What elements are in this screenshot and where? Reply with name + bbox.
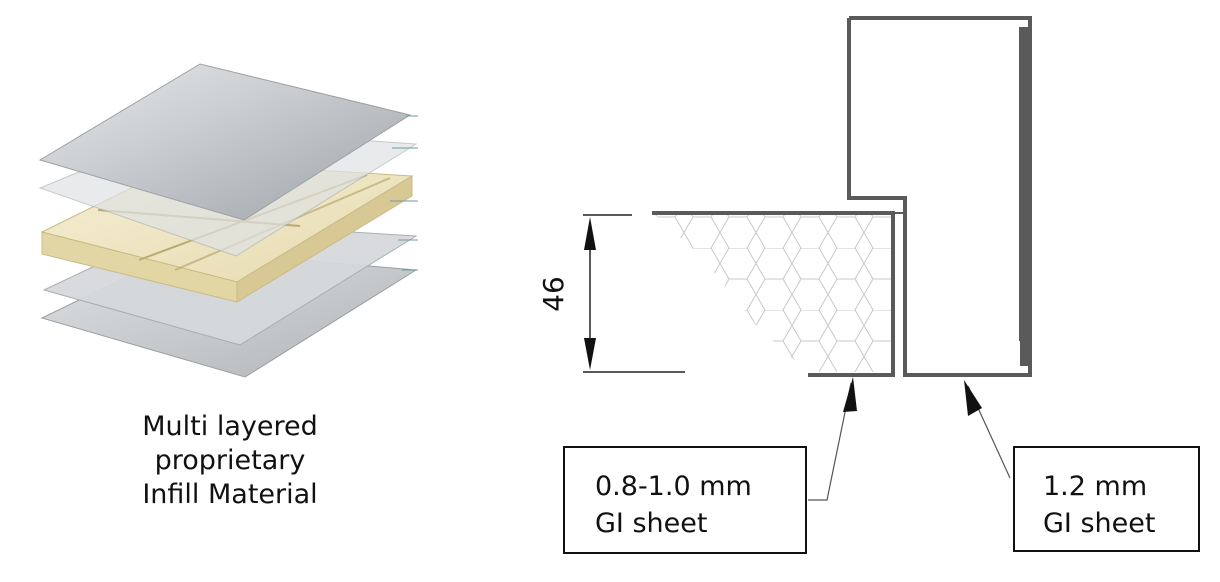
callout-line: 0.8-1.0 mm bbox=[595, 471, 752, 502]
leader-right-arrow bbox=[964, 380, 982, 416]
leader-left-arrow bbox=[843, 377, 857, 412]
infill-core-side bbox=[236, 175, 413, 303]
honeycomb-infill bbox=[655, 215, 892, 372]
frame-return-lip bbox=[1019, 27, 1030, 341]
door-leaf-sheet bbox=[652, 211, 895, 377]
infill-caption: Multi layered proprietary Infill Materia… bbox=[95, 410, 365, 512]
leader-left bbox=[808, 382, 852, 501]
frame-profile bbox=[847, 16, 1032, 377]
callout-line: GI sheet bbox=[595, 508, 708, 539]
cross-section-drawing bbox=[583, 16, 1032, 501]
dimension-arrow-bottom bbox=[584, 338, 596, 370]
caption-line: proprietary bbox=[154, 445, 306, 476]
dimension-label: 46 bbox=[537, 276, 570, 312]
caption-line: Infill Material bbox=[142, 479, 318, 510]
top-sheet bbox=[38, 63, 412, 221]
layered-panel-illustration bbox=[38, 63, 418, 378]
callout-line: 1.2 mm bbox=[1043, 471, 1148, 502]
dimension-arrow-top bbox=[584, 217, 596, 250]
callout-frame-sheet: 1.2 mm GI sheet bbox=[1013, 446, 1200, 552]
frame-stop bbox=[1020, 340, 1030, 366]
callout-line: GI sheet bbox=[1043, 508, 1156, 539]
caption-line: Multi layered bbox=[142, 411, 318, 442]
frame-stop bbox=[1020, 28, 1030, 52]
callout-leaf-sheet: 0.8-1.0 mm GI sheet bbox=[563, 446, 807, 554]
